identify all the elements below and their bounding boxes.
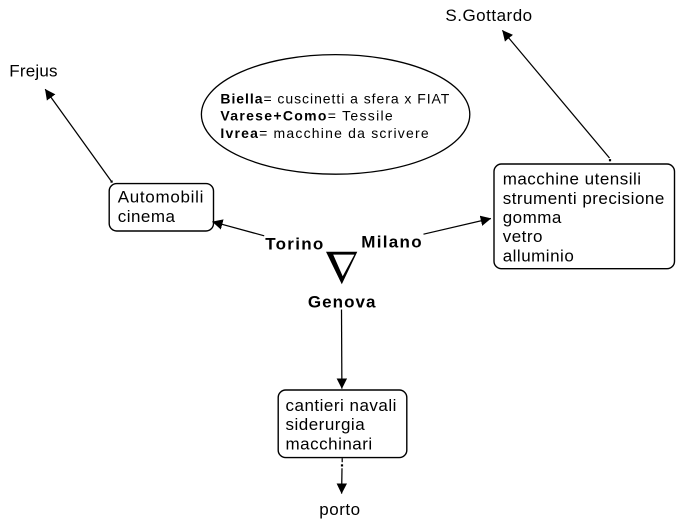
svg-text:Varese+Como= Tessile: Varese+Como= Tessile (220, 108, 394, 124)
svg-text:Frejus: Frejus (9, 62, 57, 81)
svg-text:siderurgia: siderurgia (286, 415, 366, 434)
svg-text:strumenti precisione: strumenti precisione (503, 189, 665, 208)
svg-text:cinema: cinema (118, 207, 176, 226)
svg-text:Genova: Genova (308, 293, 377, 312)
svg-text:macchine utensili: macchine utensili (503, 170, 642, 189)
svg-text:Milano: Milano (361, 233, 423, 252)
svg-text:cantieri navali: cantieri navali (286, 396, 397, 415)
svg-text:Biella= cuscinetti a sfera x F: Biella= cuscinetti a sfera x FIAT (220, 91, 450, 107)
svg-text:Torino: Torino (265, 235, 324, 254)
svg-text:Automobili: Automobili (118, 188, 204, 207)
svg-text:vetro: vetro (503, 227, 543, 246)
svg-text:Ivrea= macchine da scrivere: Ivrea= macchine da scrivere (220, 125, 429, 141)
svg-text:alluminio: alluminio (503, 246, 575, 265)
svg-text:macchinari: macchinari (286, 434, 373, 453)
svg-text:S.Gottardo: S.Gottardo (445, 6, 532, 25)
svg-text:gomma: gomma (503, 208, 562, 227)
svg-text:porto: porto (319, 500, 360, 519)
